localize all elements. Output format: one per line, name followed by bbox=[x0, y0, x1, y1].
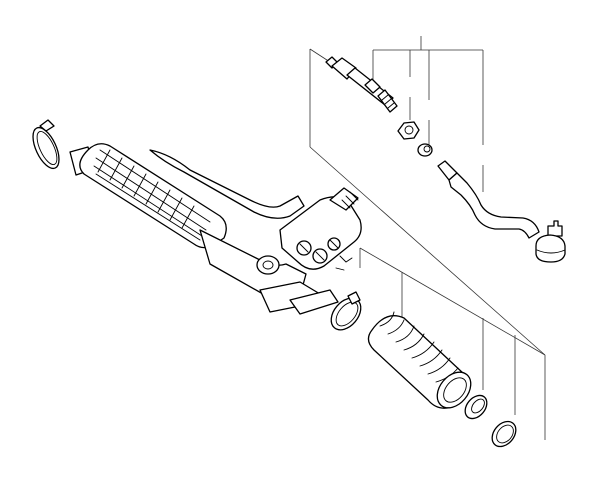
hose-clamp-right bbox=[330, 291, 362, 331]
hose-clamp-left bbox=[32, 119, 60, 170]
leader-lines-upper bbox=[309, 36, 546, 356]
ring bbox=[464, 394, 488, 420]
inner-tie-rod bbox=[325, 56, 398, 113]
leader-lines-lower bbox=[359, 247, 546, 440]
lock-nut bbox=[397, 121, 420, 140]
outer-tie-rod-end bbox=[437, 160, 566, 263]
steering-rack-housing bbox=[69, 143, 362, 315]
clamp-small bbox=[491, 420, 517, 448]
collar bbox=[417, 143, 433, 157]
bellows-boot bbox=[367, 311, 472, 409]
